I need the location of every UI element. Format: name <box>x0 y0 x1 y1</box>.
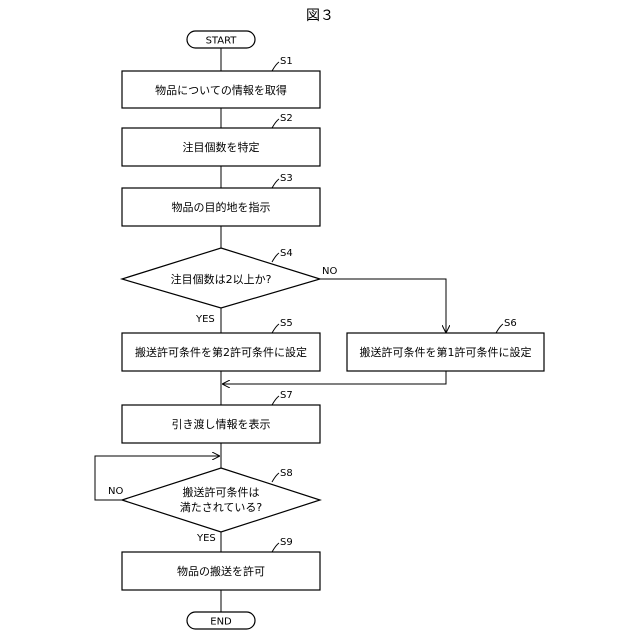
step-s3-id: S3 <box>280 173 293 184</box>
step-s6-id: S6 <box>504 318 517 329</box>
step-s1-id: S1 <box>280 56 293 67</box>
step-s3-text: 物品の目的地を指示 <box>172 200 271 214</box>
step-s9-leader <box>272 543 279 552</box>
decision-s8-yes-label: YES <box>196 533 216 544</box>
step-s2-leader <box>272 119 279 128</box>
step-s7-id: S7 <box>280 390 293 401</box>
decision-s8-text-line2: 満たされている? <box>180 501 263 514</box>
decision-s4-text: 注目個数は2以上か? <box>171 272 272 286</box>
end-terminal: END <box>187 612 255 629</box>
decision-s4: 注目個数は2以上か? S4 NO YES <box>122 248 337 325</box>
decision-s4-leader <box>272 253 279 262</box>
step-s6-text: 搬送許可条件を第1許可条件に設定 <box>360 345 532 359</box>
step-s3-leader <box>272 179 279 188</box>
decision-s8: 搬送許可条件は 満たされている? S8 NO YES <box>108 468 320 544</box>
end-label: END <box>210 617 232 628</box>
step-s2-text: 注目個数を特定 <box>183 140 260 154</box>
step-s1-text: 物品についての情報を取得 <box>155 83 287 97</box>
step-s7-leader <box>272 396 279 405</box>
edge-s6-merge <box>223 371 446 384</box>
decision-s4-id: S4 <box>280 248 293 259</box>
decision-s8-id: S8 <box>280 468 293 479</box>
start-terminal: START <box>187 31 255 48</box>
start-label: START <box>206 36 238 47</box>
step-s5-leader <box>272 324 279 333</box>
step-s7-text: 引き渡し情報を表示 <box>172 417 271 431</box>
decision-s4-no-label: NO <box>322 266 337 277</box>
figure-label: 図３ <box>306 8 334 24</box>
decision-s4-yes-label: YES <box>195 314 215 325</box>
step-s9-text: 物品の搬送を許可 <box>177 564 265 578</box>
step-s5-text: 搬送許可条件を第2許可条件に設定 <box>135 345 307 359</box>
decision-s8-text-line1: 搬送許可条件は <box>183 485 260 499</box>
edge-s4-s6 <box>320 279 446 332</box>
step-s5-id: S5 <box>280 318 293 329</box>
step-s1-leader <box>272 62 279 71</box>
decision-s8-leader <box>272 473 279 482</box>
step-s9-id: S9 <box>280 537 293 548</box>
step-s6-leader <box>496 324 503 333</box>
step-s2-id: S2 <box>280 113 293 124</box>
decision-s8-no-label: NO <box>108 486 123 497</box>
